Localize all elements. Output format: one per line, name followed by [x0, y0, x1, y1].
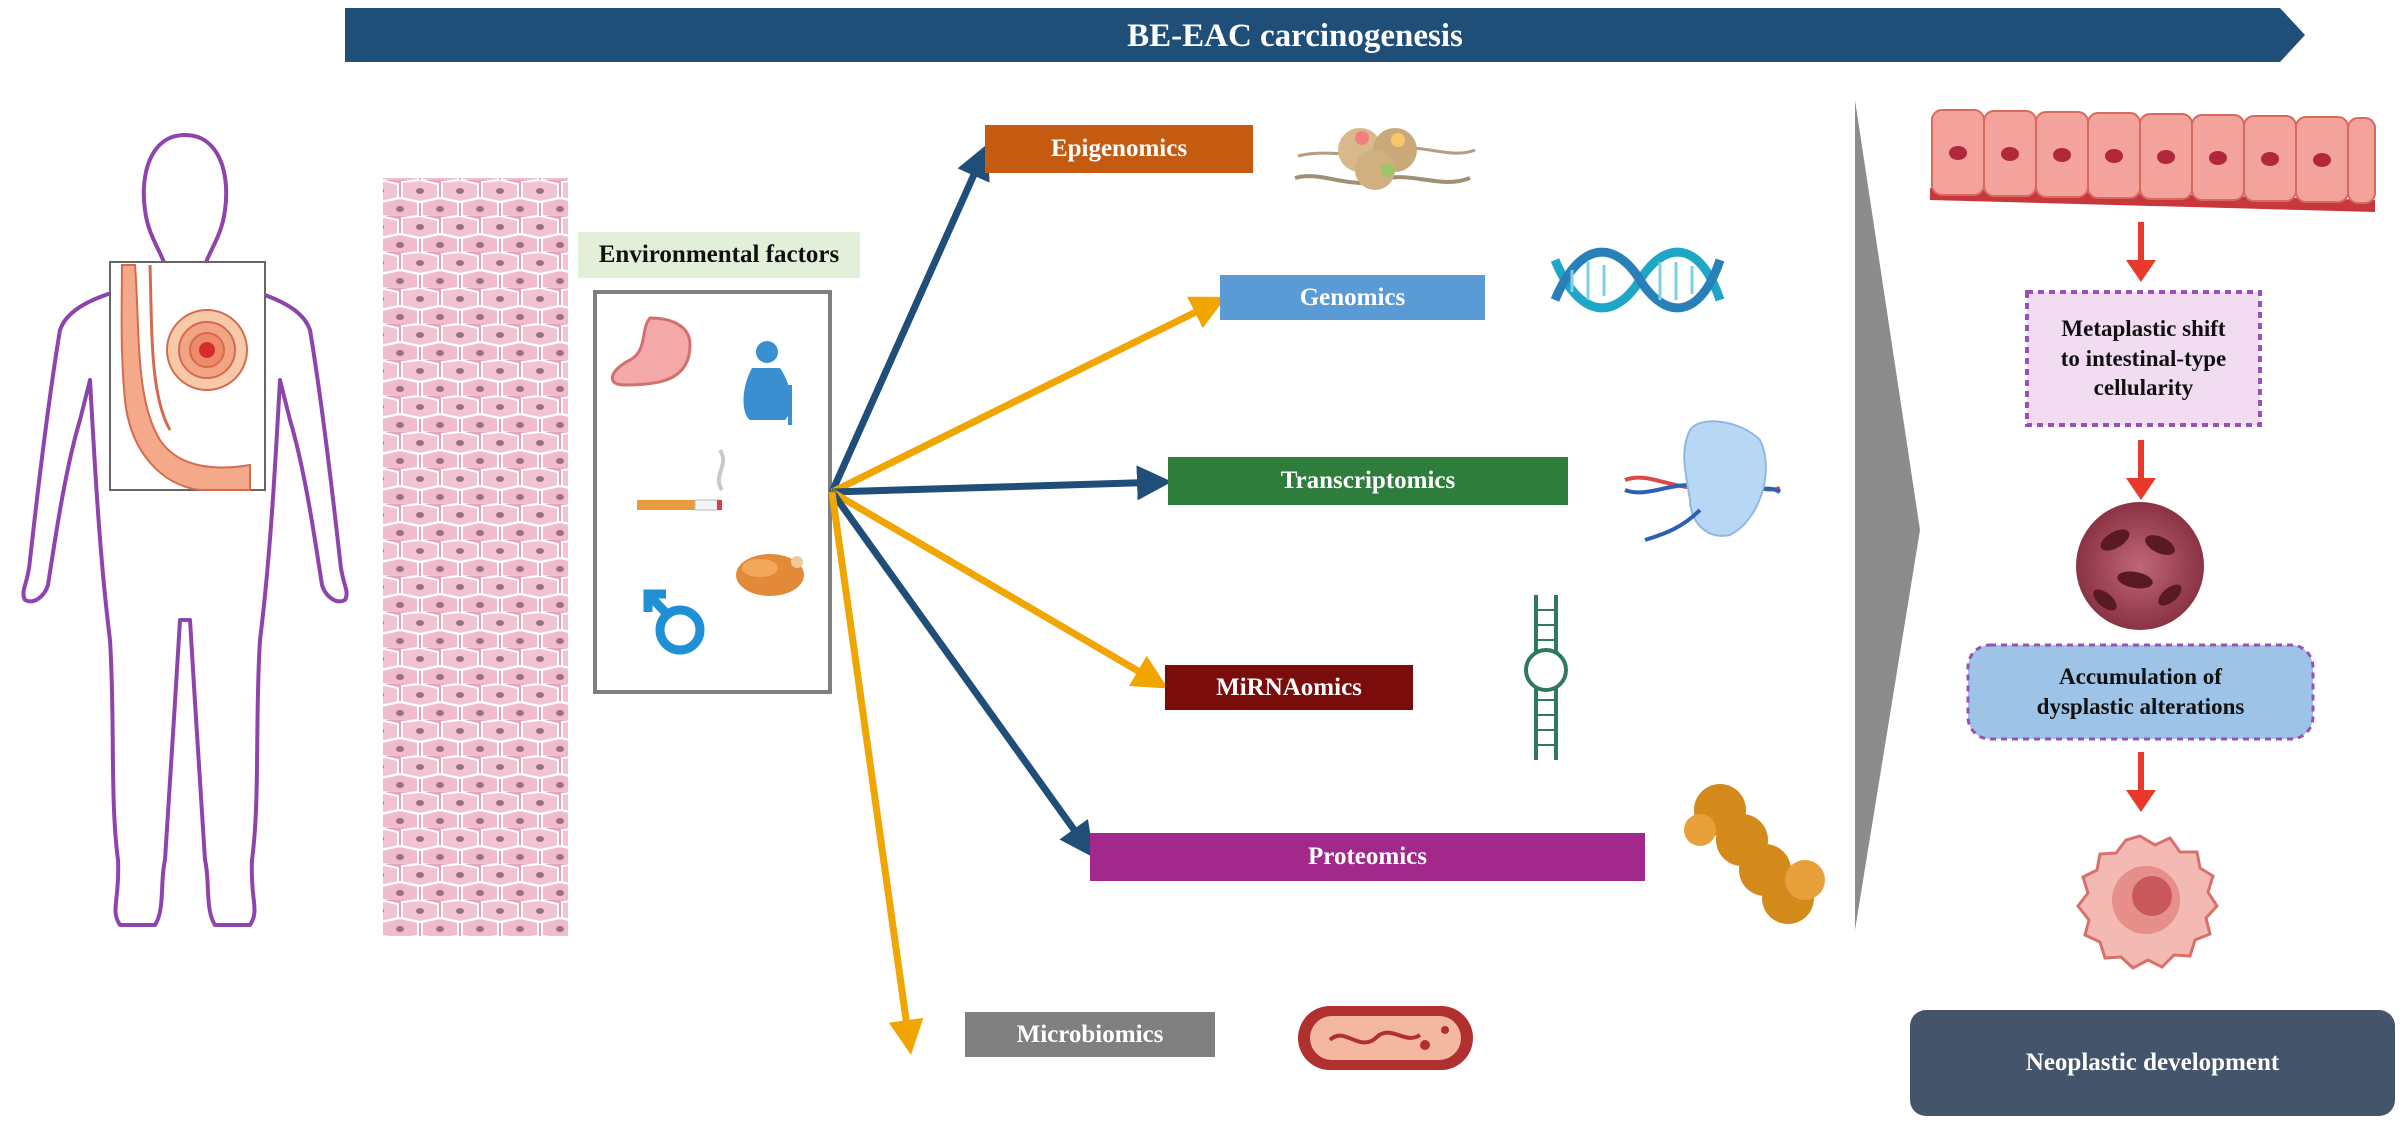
microbiomics-label: Microbiomics	[1016, 1020, 1164, 1048]
transcriptomics-label: Transcriptomics	[1280, 467, 1456, 494]
microbiomics-box	[965, 1012, 1215, 1057]
metaplastic-line-3: cellularity	[2093, 375, 2194, 401]
dysplastic-cell-icon	[2076, 502, 2204, 630]
progression-arrows	[2126, 222, 2156, 812]
arrow-to-genomics	[830, 296, 1227, 496]
arrow-to-transcriptomics	[831, 465, 1172, 501]
mirnaomics-box	[1165, 665, 1413, 710]
columnar-epithelium-icon	[1930, 109, 2376, 212]
cigarette-icon	[637, 448, 726, 511]
arrow-to-mirnaomics	[830, 488, 1169, 689]
epigenomics-box	[985, 125, 1253, 173]
epigenomics-label: Epigenomics	[1050, 135, 1188, 162]
dysplastic-alterations-label: Accumulation of dysplastic alterations	[1968, 645, 2313, 739]
metaplastic-line-2: to intestinal-type	[2060, 345, 2227, 371]
dysplastic-line-2: dysplastic alterations	[2036, 694, 2245, 719]
neoplastic-development-box: Neoplastic development	[1910, 1010, 2395, 1116]
cancer-cell-icon	[2076, 834, 2219, 970]
genomics-label: Genomics	[1299, 283, 1406, 311]
environmental-factors-box	[593, 290, 832, 694]
chromatin-icon	[1294, 128, 1476, 190]
dna-helix-icon	[1550, 247, 1725, 313]
arrow-to-epigenomics	[828, 143, 990, 494]
elderly-person-icon	[743, 341, 792, 425]
dysplastic-alterations-box	[1966, 643, 2315, 741]
environmental-factors-label: Environmental factors	[578, 232, 860, 278]
metaplastic-shift-label: Metaplastic shift to intestinal-type cel…	[2027, 292, 2260, 425]
ribosome-rna-icon	[1624, 420, 1782, 542]
arrow-to-microbiomics	[828, 491, 924, 1055]
mirnaomics-label: MiRNAomics	[1216, 673, 1362, 701]
dysplastic-line-1: Accumulation of	[2059, 664, 2222, 690]
transcriptomics-box	[1168, 457, 1568, 505]
arrow-to-proteomics	[829, 489, 1095, 858]
proteomics-label: Proteomics	[1308, 843, 1427, 870]
omics-arrows	[828, 143, 1227, 1055]
genomics-box	[1220, 275, 1485, 320]
male-symbol-icon	[643, 589, 705, 655]
banner-title: BE-EAC carcinogenesis	[1127, 17, 1463, 54]
bacterium-icon	[1298, 1006, 1473, 1070]
proteomics-box	[1090, 833, 1645, 881]
banner-arrow	[345, 8, 2305, 62]
epithelium-tissue	[383, 178, 568, 936]
protein-icon	[1684, 784, 1825, 924]
gray-chevron	[1855, 100, 1920, 930]
metaplastic-shift-box	[2025, 290, 2262, 427]
chicken-food-icon	[736, 554, 804, 596]
human-body-icon	[21, 133, 349, 927]
mirna-hairpin-icon	[1524, 595, 1568, 760]
stomach-icon	[611, 316, 692, 387]
metaplastic-line-1: Metaplastic shift	[2061, 315, 2226, 341]
